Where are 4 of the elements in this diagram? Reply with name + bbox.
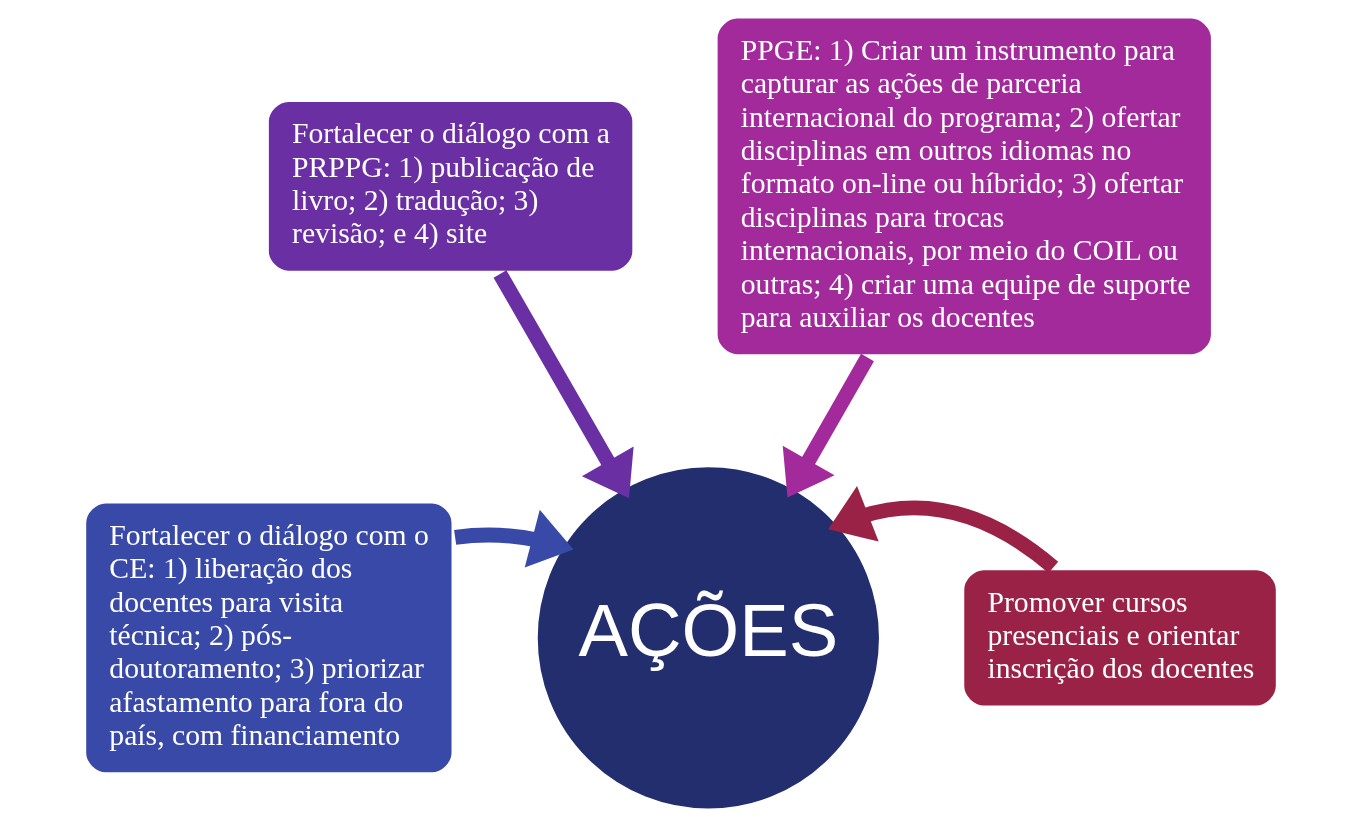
arrow [454,509,574,568]
arrow [493,270,634,499]
arrow [828,486,1058,574]
arrow [782,353,874,498]
